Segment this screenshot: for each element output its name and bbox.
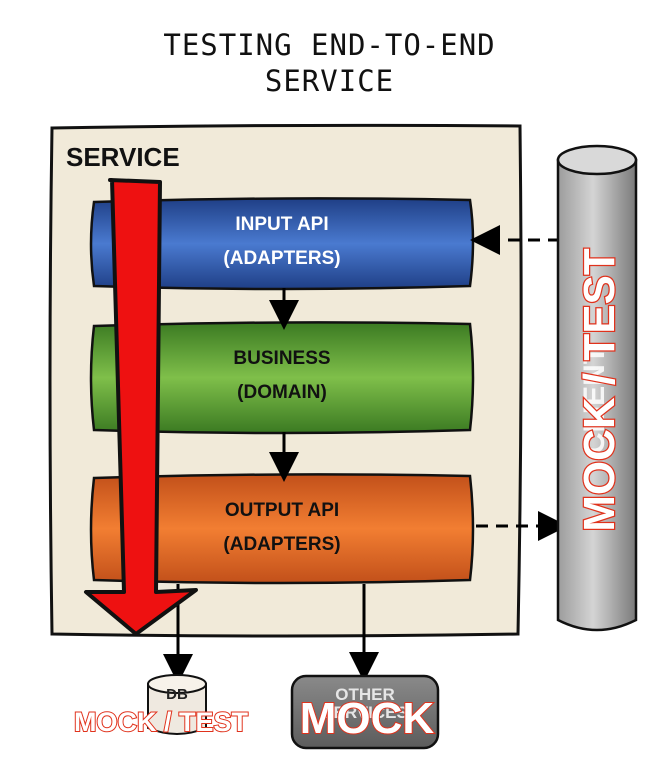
input-api-layer — [89, 197, 475, 291]
client-cylinder-mock-label: MOCK / TEST — [575, 248, 624, 532]
input-api-subtitle: (ADAPTERS) — [223, 248, 341, 269]
db-back-label: DB — [166, 686, 188, 703]
diagram-title-line1: TESTING END-TO-END — [163, 28, 496, 62]
diagram-title-line2: SERVICE — [264, 64, 395, 98]
output-api-subtitle: (ADAPTERS) — [223, 534, 341, 555]
business-subtitle: (DOMAIN) — [237, 382, 327, 403]
other-services-mock-label: MOCK — [299, 693, 435, 744]
service-label: SERVICE — [66, 142, 180, 172]
other-services-box — [290, 674, 440, 750]
other-services-back-label: OTHER SERVICES — [322, 685, 408, 722]
client-cylinder-back-label: CLIENT — [578, 346, 611, 454]
db-cylinder — [147, 674, 207, 735]
input-api-title: INPUT API — [235, 214, 329, 235]
flow-red-arrow — [84, 178, 198, 636]
output-api-title: OUTPUT API — [224, 500, 340, 521]
business-title: BUSINESS — [233, 348, 331, 369]
db-mock-test-label: MOCK / TEST — [73, 706, 249, 738]
client-cylinder — [556, 144, 638, 632]
